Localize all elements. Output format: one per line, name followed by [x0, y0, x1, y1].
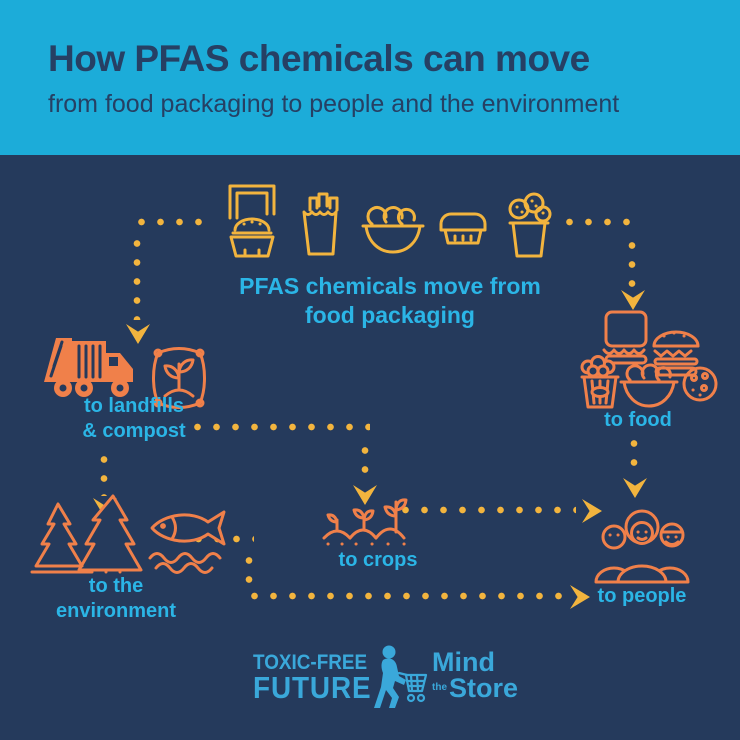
toxic-free-future-line2: FUTURE	[253, 670, 372, 705]
flow-environment-to-people-h1	[170, 535, 254, 543]
cookie-icon	[680, 364, 720, 404]
flow-landfills-to-crops-v	[361, 441, 369, 483]
flow-packaging-to-food-v	[628, 236, 636, 288]
flow-landfills-to-crops-h	[188, 423, 370, 431]
garbage-truck-icon	[40, 326, 138, 400]
popcorn-icon	[574, 354, 626, 410]
packaging-headline-line1: PFAS chemicals move from	[239, 273, 541, 299]
label-landfills-line2: & compost	[82, 420, 186, 442]
label-food: to food	[604, 409, 672, 431]
packaging-headline-line2: food packaging	[305, 302, 475, 328]
sandwich-icon	[598, 308, 654, 366]
pine-trees-icon	[28, 490, 158, 574]
label-environment-line2: environment	[55, 600, 177, 622]
mind-the-store-word2: the	[432, 682, 447, 693]
cookie-cup-icon	[503, 192, 555, 260]
salad-bowl-icon	[360, 202, 426, 256]
packaging-headline: PFAS chemicals move from food packaging	[225, 272, 555, 330]
sprouts-icon	[320, 486, 432, 548]
arrow-down-food-icon	[621, 290, 645, 310]
flow-environment-to-people-h2	[245, 592, 567, 600]
fries-bag-icon	[294, 190, 348, 260]
noodle-bowl-icon	[618, 360, 680, 412]
fish-waves-icon	[146, 504, 236, 574]
flow-environment-to-people-v	[245, 551, 253, 593]
label-crops: to crops	[338, 549, 418, 571]
arrow-down-people-icon	[623, 478, 647, 498]
toxic-free-future-line1: TOXIC-FREE	[253, 651, 368, 674]
label-landfills: to landfills & compost	[58, 394, 210, 444]
burger-icon	[650, 324, 702, 378]
compost-bag-icon	[146, 342, 212, 414]
label-environment-line1: to the	[88, 575, 144, 597]
page-subtitle: from food packaging to people and the en…	[48, 90, 620, 118]
label-landfills-line1: to landfills	[84, 395, 184, 417]
header-band: How PFAS chemicals can move from food pa…	[0, 0, 740, 155]
toxic-free-future-logo: TOXIC-FREE FUTURE	[253, 651, 372, 705]
mind-the-store-word1: Mind	[432, 647, 495, 677]
flow-food-to-people-v	[630, 434, 638, 476]
flow-packaging-to-landfills-h	[132, 218, 212, 226]
label-people: to people	[597, 585, 687, 607]
flow-crops-to-people-h	[396, 506, 576, 514]
mind-the-store-word3: Store	[449, 673, 519, 703]
page-title: How PFAS chemicals can move	[48, 38, 590, 79]
arrow-right-people-icon	[570, 585, 590, 609]
label-environment: to the environment	[32, 574, 200, 624]
mind-the-store-logo: Mind theStore	[432, 647, 519, 705]
cart-person-icon	[372, 644, 432, 708]
flow-landfills-to-environment-v	[100, 450, 108, 496]
flow-packaging-to-landfills-v	[133, 234, 141, 320]
burger-clamshell-icon	[220, 180, 284, 262]
tray-clamshell-icon	[436, 206, 490, 250]
flow-packaging-to-food-h	[560, 218, 634, 226]
people-group-icon	[588, 502, 696, 584]
